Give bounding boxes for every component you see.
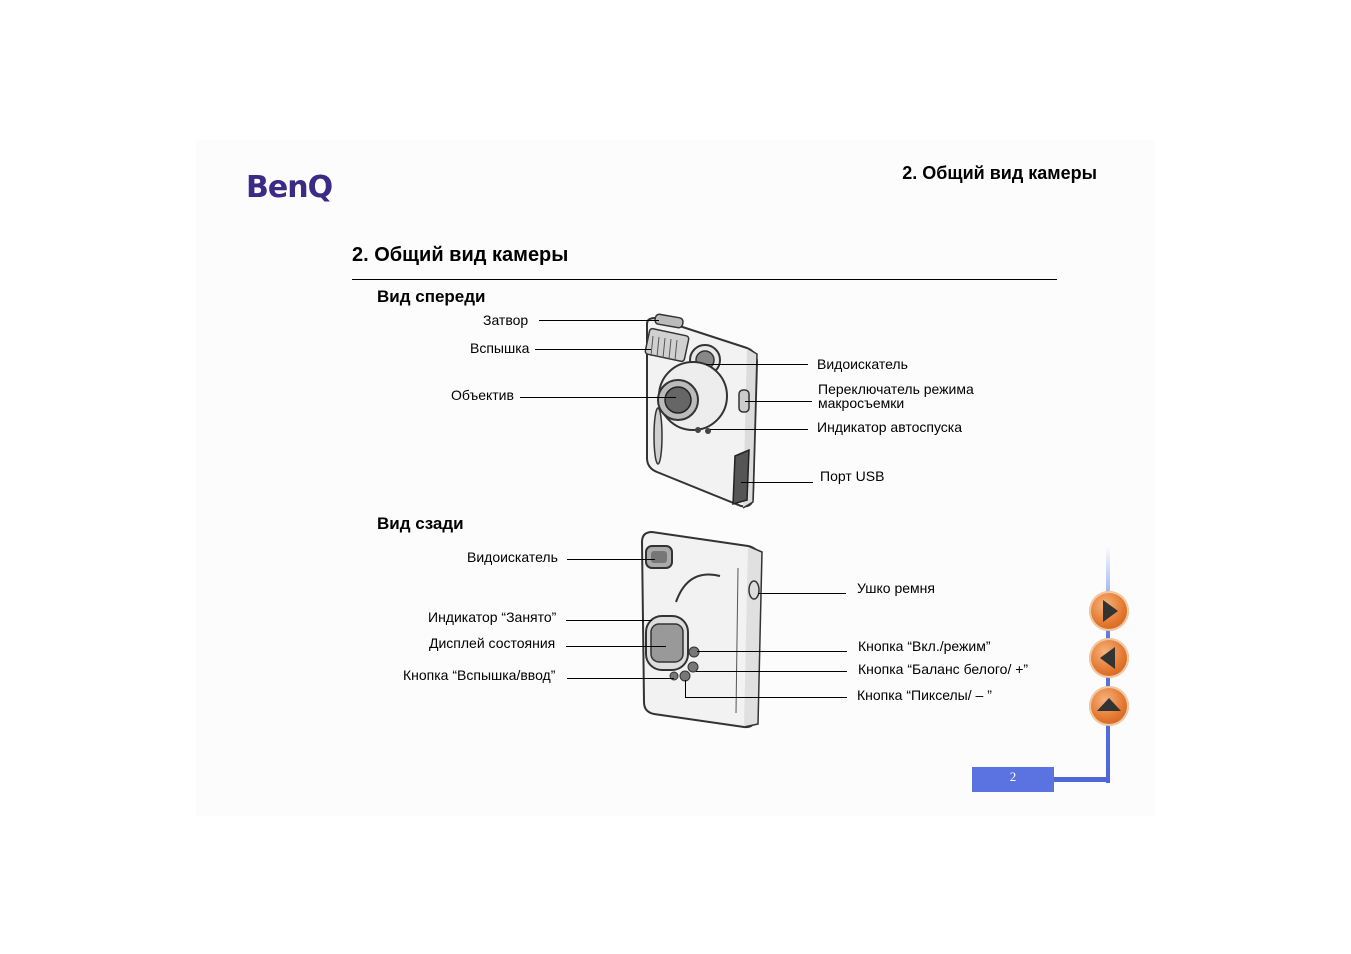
arrow-left-icon	[1100, 647, 1115, 669]
front-view-heading: Вид спереди	[377, 287, 486, 306]
callout-line-status	[566, 646, 666, 647]
previous-page-button[interactable]	[1089, 638, 1129, 678]
camera-front-illustration	[644, 313, 759, 509]
nav-track-horizontal	[1054, 777, 1110, 782]
callout-line-viewfinder-front	[706, 364, 808, 365]
label-viewfinder-front: Видоискатель	[817, 356, 908, 372]
callout-line-strap	[758, 593, 846, 594]
callout-line-flash-enter	[567, 678, 674, 679]
callout-line-selftimer	[710, 429, 808, 430]
callout-line-flash	[535, 349, 651, 350]
label-lens: Объектив	[451, 387, 514, 403]
camera-back-illustration	[640, 530, 763, 729]
top-of-page-button[interactable]	[1089, 686, 1129, 726]
label-pixels-button: Кнопка “Пикселы/ – ”	[857, 687, 992, 703]
callout-line-viewfinder-back	[567, 559, 655, 560]
arrow-right-icon	[1103, 600, 1118, 622]
callout-line-lens	[520, 397, 676, 398]
callout-line-busy	[566, 620, 652, 621]
callout-line-power-mode	[697, 651, 847, 652]
label-macro-line2: макросъемки	[818, 395, 905, 411]
arrow-up-icon	[1097, 698, 1121, 711]
label-macro-line1: Переключатель режима	[818, 381, 974, 397]
section-divider	[352, 279, 1057, 280]
callout-line-macro	[745, 401, 812, 402]
label-busy-indicator: Индикатор “Занято”	[428, 609, 557, 625]
label-shutter: Затвор	[483, 312, 529, 328]
callout-line-white-balance	[696, 671, 847, 672]
back-view-heading: Вид сзади	[377, 514, 464, 533]
label-flash-enter-button: Кнопка “Вспышка/ввод”	[403, 667, 556, 683]
label-usb: Порт USB	[820, 468, 885, 484]
callout-line-usb	[741, 482, 813, 483]
benq-logo: BenQ	[246, 170, 333, 205]
label-selftimer: Индикатор автоспуска	[817, 419, 963, 435]
callout-line-shutter	[539, 320, 659, 321]
label-status-display: Дисплей состояния	[429, 635, 556, 651]
next-page-button[interactable]	[1089, 591, 1129, 631]
label-strap-eyelet: Ушко ремня	[857, 580, 935, 596]
callout-line-pixels	[685, 697, 847, 698]
header-title: 2. Общий вид камеры	[902, 163, 1097, 183]
page-number: 2	[972, 767, 1054, 792]
section-title: 2. Общий вид камеры	[352, 244, 569, 266]
label-power-mode-button: Кнопка “Вкл./режим”	[858, 638, 991, 654]
label-white-balance-button: Кнопка “Баланс белого/ +”	[858, 661, 1029, 677]
label-flash: Вспышка	[470, 340, 530, 356]
callout-vline-pixels	[685, 680, 686, 697]
label-viewfinder-back: Видоискатель	[467, 549, 558, 565]
